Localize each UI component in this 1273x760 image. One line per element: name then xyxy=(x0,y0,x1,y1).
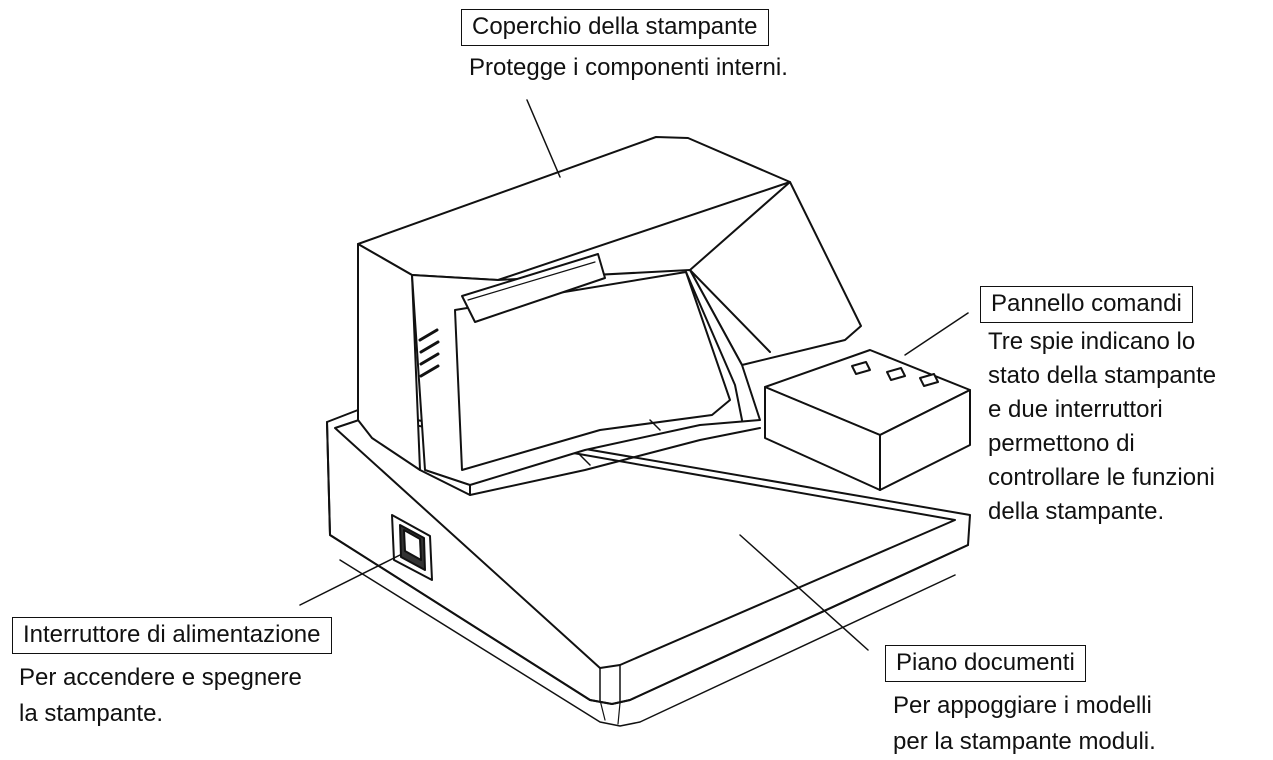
desc-line: e due interruttori xyxy=(988,396,1163,423)
callout-power-switch: Interruttore di alimentazione Per accend… xyxy=(12,617,332,732)
power-switch-icon xyxy=(391,514,433,581)
desc-line: della stampante. xyxy=(988,498,1165,525)
callout-document-table: Piano documenti Per appoggiare i modelli… xyxy=(885,645,1156,760)
label-power-switch: Interruttore di alimentazione xyxy=(12,617,332,654)
printer-cover xyxy=(357,136,862,496)
desc-line: Tre spie indicano lo xyxy=(988,328,1196,355)
label-control-panel: Pannello comandi xyxy=(980,286,1193,323)
callout-printer-cover: Coperchio della stampante Protegge i com… xyxy=(461,9,788,84)
control-panel xyxy=(764,349,971,491)
desc-document-table: Per appoggiare i modelli per la stampant… xyxy=(893,688,1156,760)
leader-panel xyxy=(904,312,969,356)
label-document-table: Piano documenti xyxy=(885,645,1086,682)
leader-switch xyxy=(299,554,401,606)
desc-line: Per accendere e spegnere xyxy=(19,664,302,691)
desc-line: per la stampante moduli. xyxy=(893,728,1156,755)
desc-line: controllare le funzioni xyxy=(988,464,1215,491)
desc-line: Per appoggiare i modelli xyxy=(893,692,1152,719)
desc-line: Protegge i componenti interni. xyxy=(469,54,788,81)
leader-cover xyxy=(526,99,561,178)
desc-line: stato della stampante xyxy=(988,362,1217,389)
callout-control-panel: Pannello comandi Tre spie indicano lo st… xyxy=(980,286,1216,529)
leader-table xyxy=(739,534,869,651)
desc-power-switch: Per accendere e spegnere la stampante. xyxy=(19,660,332,732)
leader-lines xyxy=(299,99,969,651)
desc-control-panel: Tre spie indicano lo stato della stampan… xyxy=(988,325,1216,529)
label-printer-cover: Coperchio della stampante xyxy=(461,9,769,46)
desc-line: la stampante. xyxy=(19,700,164,727)
desc-printer-cover: Protegge i componenti interni. xyxy=(469,52,788,84)
desc-line: permettono di xyxy=(988,430,1135,457)
